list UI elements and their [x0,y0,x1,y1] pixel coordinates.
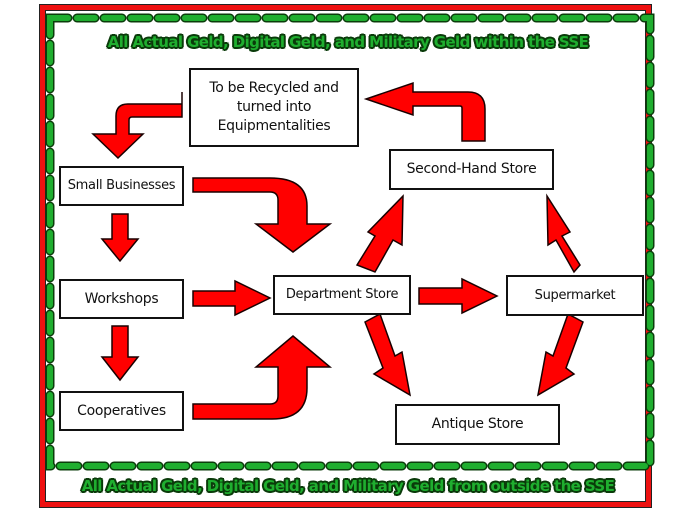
arrow-workshops-to-department-store [192,279,272,317]
node-antique-store: Antique Store [395,404,560,445]
node-small-businesses: Small Businesses [59,166,184,206]
node-recycled: To be Recycled and turned into Equipment… [189,68,359,147]
arrow-workshops-to-cooperatives [100,325,140,382]
arrow-recycled-to-small-businesses [91,92,183,160]
arrow-department-store-to-supermarket [418,277,499,315]
arrow-department-store-to-second-hand-store [355,194,404,273]
node-supermarket: Supermarket [506,275,644,316]
arrow-department-store-to-antique-store [364,312,412,397]
arrow-small-businesses-to-department-store [192,177,333,253]
banner-outside-sse: All Actual Geld, Digital Geld, and Milit… [81,477,615,495]
arrow-second-hand-store-to-recycled [363,81,486,142]
arrow-cooperatives-to-department-store [192,335,333,420]
arrow-supermarket-to-second-hand-store [546,193,581,274]
node-workshops: Workshops [59,279,184,319]
node-department-store: Department Store [273,275,411,315]
node-cooperatives: Cooperatives [59,391,184,431]
node-second-hand-store: Second-Hand Store [389,149,554,190]
arrow-supermarket-to-antique-store [536,312,584,397]
arrow-small-businesses-to-workshops [100,213,140,263]
banner-within-sse: All Actual Geld, Digital Geld, and Milit… [107,33,589,51]
